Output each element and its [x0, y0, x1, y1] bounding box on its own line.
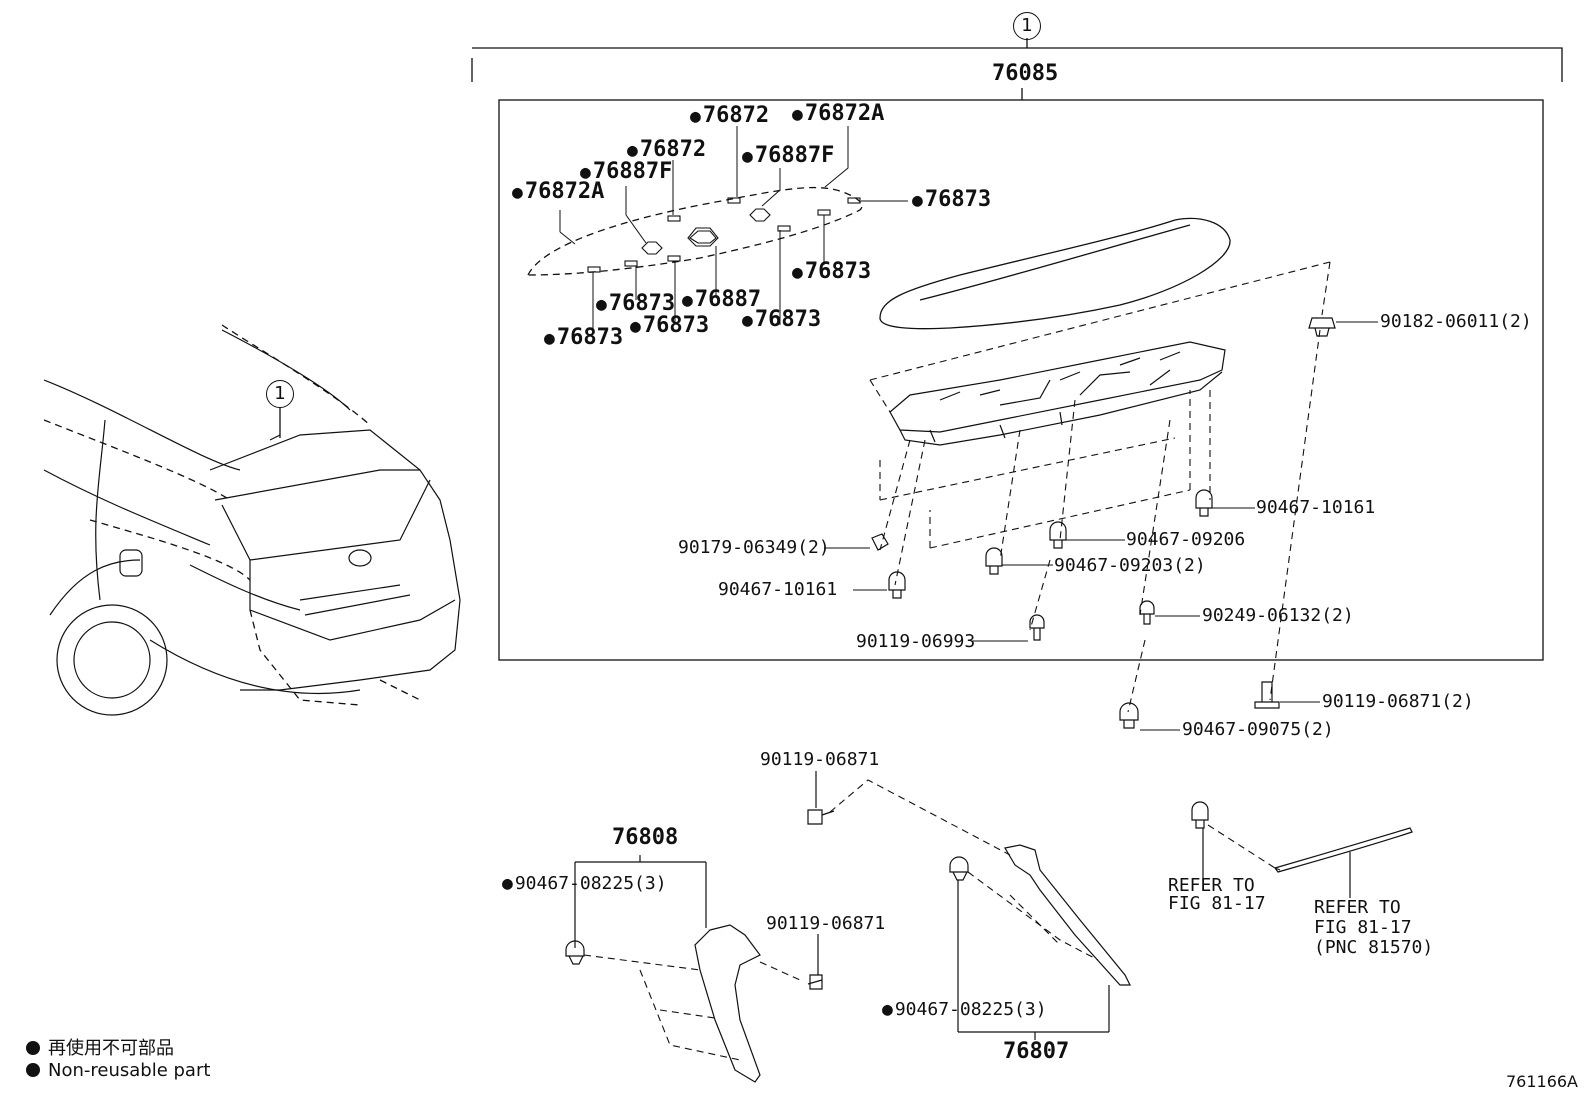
cover-pads [587, 197, 861, 273]
label-76872-mid: 76872 [627, 139, 706, 161]
label-76873-right1: 76873 [912, 189, 991, 211]
label-90467-10161-left: 90467-10161 [718, 579, 838, 600]
label-76887f-left: 76887F [580, 161, 672, 183]
spoiler-frame [889, 341, 1226, 446]
label-90179-06349: 90179-06349(2) [678, 537, 830, 558]
label-76808: 76808 [612, 825, 679, 850]
fastener-leaders [824, 321, 1378, 731]
label-90119-06871-2: 90119-06871(2) [1322, 691, 1474, 712]
label-76873-d: 76873 [544, 327, 623, 349]
label-90467-09206: 90467-09206 [1126, 529, 1246, 550]
lower-parts [565, 771, 1413, 1083]
label-90119-06993: 90119-06993 [856, 631, 976, 652]
callout-circle-top: 1 [1013, 12, 1041, 40]
refer-note-2-line2: FIG 81-17 [1314, 917, 1412, 938]
label-90182-06011: 90182-06011(2) [1380, 311, 1532, 332]
label-90467-08225-left: 90467-08225(3) [502, 874, 667, 894]
refer-note-1-line2: FIG 81-17 [1168, 893, 1266, 914]
refer-note-1-line1: REFER TO [1168, 875, 1255, 896]
label-76872a-top: 76872A [792, 103, 884, 125]
assembly-bracket [471, 47, 1563, 82]
legend-en-text: Non-reusable part [48, 1060, 211, 1081]
spoiler-upper [879, 217, 1231, 330]
bullet-icon [26, 1041, 40, 1055]
legend-jp-text: 再使用不可部品 [48, 1038, 174, 1059]
spoiler-cover-outline [526, 186, 863, 276]
label-76873-b: 76873 [742, 309, 821, 331]
label-76872-top: 76872 [690, 105, 769, 127]
cover-leaders [559, 126, 908, 333]
label-90467-09075: 90467-09075(2) [1182, 719, 1334, 740]
document-id: 761166A [1505, 1072, 1578, 1091]
legend-en: Non-reusable part [26, 1060, 210, 1081]
frame-hidden-lines [869, 261, 1331, 713]
label-76807: 76807 [1003, 1039, 1070, 1064]
lower-hidden-lines [583, 779, 1276, 1061]
label-90249-06132: 90249-06132(2) [1202, 605, 1354, 626]
vehicle-hidden-lines [43, 324, 421, 706]
label-76887f-right: 76887F [742, 145, 834, 167]
label-76872a-left: 76872A [512, 181, 604, 203]
label-90119-06871-mid: 90119-06871 [766, 913, 886, 934]
fastener-glyphs [871, 317, 1336, 729]
label-90119-06871-top: 90119-06871 [760, 749, 880, 770]
bullet-icon [26, 1063, 40, 1077]
label-76873-c: 76873 [630, 315, 709, 337]
assembly-box [498, 99, 1544, 661]
label-76873-a: 76873 [596, 293, 675, 315]
legend-jp: 再使用不可部品 [26, 1034, 174, 1060]
label-90467-09203: 90467-09203(2) [1054, 555, 1206, 576]
label-76887: 76887 [682, 289, 761, 311]
callout-circle-vehicle: 1 [266, 380, 294, 408]
assembly-number: 76085 [992, 61, 1059, 86]
label-90467-10161-right: 90467-10161 [1256, 497, 1376, 518]
refer-note-2-line1: REFER TO [1314, 897, 1401, 918]
vehicle-illustration [43, 329, 461, 716]
label-76873-right2: 76873 [792, 261, 871, 283]
refer-note-2-line3: (PNC 81570) [1314, 937, 1434, 958]
label-90467-08225-right: 90467-08225(3) [882, 1000, 1047, 1020]
